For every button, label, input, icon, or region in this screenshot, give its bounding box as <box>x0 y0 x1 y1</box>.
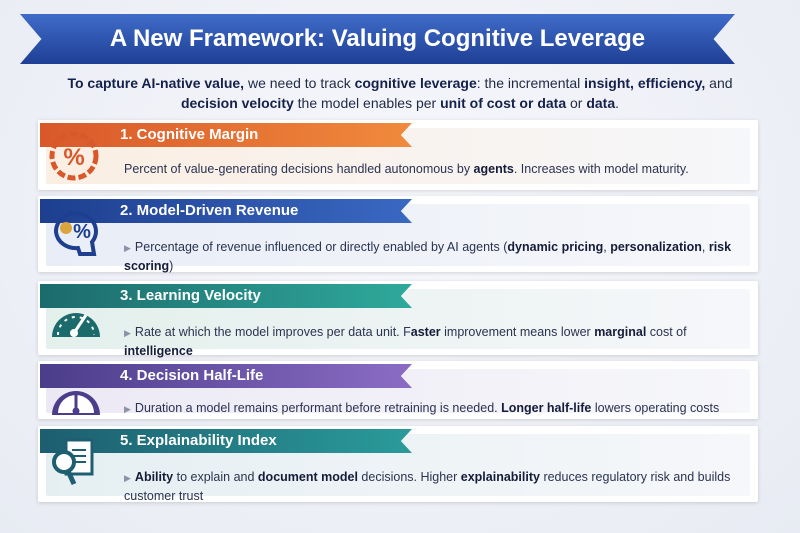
card-description: ▶Ability to explain and document model d… <box>124 468 738 505</box>
bold-text: Longer half-life <box>501 401 592 415</box>
bold-text: dynamic pricing <box>507 240 604 254</box>
metric-card: 1. Cognitive Margin % Percent of value-g… <box>38 120 758 190</box>
brain-percent-icon: % <box>46 206 106 258</box>
card-title: 5. Explainability Index <box>120 432 277 449</box>
card-title-ribbon: 3. Learning Velocity <box>40 284 412 308</box>
bold-text: explainability <box>460 470 540 484</box>
metric-card: 5. Explainability Index ▶Ability to expl… <box>38 426 758 505</box>
bold-text: unit of cost or data <box>440 95 567 111</box>
text: the model enables per <box>293 95 441 111</box>
bold-text: insight, efficiency, <box>584 75 706 91</box>
bold-text: agents <box>473 162 514 176</box>
text: Percentage of revenue influenced or dire… <box>134 240 508 254</box>
bold-text: marginal <box>594 325 647 339</box>
bullet-arrow-icon: ▶ <box>124 404 131 414</box>
bold-text: aster <box>410 325 441 339</box>
card-description: ▶Percentage of revenue influenced or dir… <box>124 238 738 275</box>
card-title-ribbon: 5. Explainability Index <box>40 429 412 453</box>
text: , <box>603 240 611 254</box>
text: we need to track <box>244 75 355 91</box>
card-description: Percent of value-generating decisions ha… <box>124 160 738 178</box>
bold-text: personalization <box>610 240 702 254</box>
speedometer-icon <box>46 291 106 343</box>
metric-card: 2. Model-Driven Revenue % ▶Percentage of… <box>38 196 758 275</box>
text: and <box>705 75 733 91</box>
card-title-ribbon: 1. Cognitive Margin <box>40 123 412 147</box>
document-magnifier-icon <box>46 436 106 488</box>
text: decisions. Higher <box>357 470 461 484</box>
title-banner: A New Framework: Valuing Cognitive Lever… <box>20 14 735 64</box>
bold-text: intelligence <box>124 344 193 358</box>
card-title: 1. Cognitive Margin <box>120 126 259 143</box>
bold-text: risk scoring <box>124 240 732 273</box>
svg-text:%: % <box>73 221 91 243</box>
card-title: 4. Decision Half-Life <box>120 367 264 384</box>
text: , <box>701 240 709 254</box>
text: Percent of value-generating decisions ha… <box>124 162 474 176</box>
text: Rate at which the model improves per dat… <box>134 325 411 339</box>
text: or <box>566 95 587 111</box>
text: . Increases with model maturity. <box>513 162 689 176</box>
text: : the incremental <box>476 75 585 91</box>
text: improvement means lower <box>440 325 595 339</box>
percent-gear-icon: % <box>46 130 106 182</box>
bold-text: document model <box>257 470 358 484</box>
bold-text: cognitive leverage <box>354 75 477 91</box>
text: ) <box>169 259 174 273</box>
metric-card: 4. Decision Half-Life ▶Duration a model … <box>38 361 758 419</box>
card-title-ribbon: 2. Model-Driven Revenue <box>40 199 412 223</box>
card-title: 2. Model-Driven Revenue <box>120 202 299 219</box>
gauge-icon <box>46 371 106 423</box>
bold-text: Ability <box>134 470 174 484</box>
text: to explain and <box>173 470 258 484</box>
bullet-arrow-icon: ▶ <box>124 328 131 338</box>
bullet-arrow-icon: ▶ <box>124 243 131 253</box>
card-title-ribbon: 4. Decision Half-Life <box>40 364 412 388</box>
intro-text: To capture AI-native value, we need to t… <box>60 73 740 113</box>
metric-card: 3. Learning Velocity ▶Rate at which the … <box>38 281 758 358</box>
card-description: ▶Rate at which the model improves per da… <box>124 323 738 360</box>
text: lowers operating costs <box>591 401 720 415</box>
text: Duration a model remains performant befo… <box>134 401 502 415</box>
bold-text: data <box>586 95 616 111</box>
bullet-arrow-icon: ▶ <box>124 473 131 483</box>
svg-text:%: % <box>63 144 84 171</box>
bold-text: To capture AI-native value, <box>67 75 245 91</box>
page-title: A New Framework: Valuing Cognitive Lever… <box>109 25 646 52</box>
card-title: 3. Learning Velocity <box>120 287 261 304</box>
text: cost of <box>646 325 687 339</box>
bold-text: decision velocity <box>180 95 294 111</box>
text: reduces regulatory risk and builds custo… <box>124 470 731 503</box>
card-description: ▶Duration a model remains performant bef… <box>124 399 738 418</box>
text: . <box>615 95 620 111</box>
